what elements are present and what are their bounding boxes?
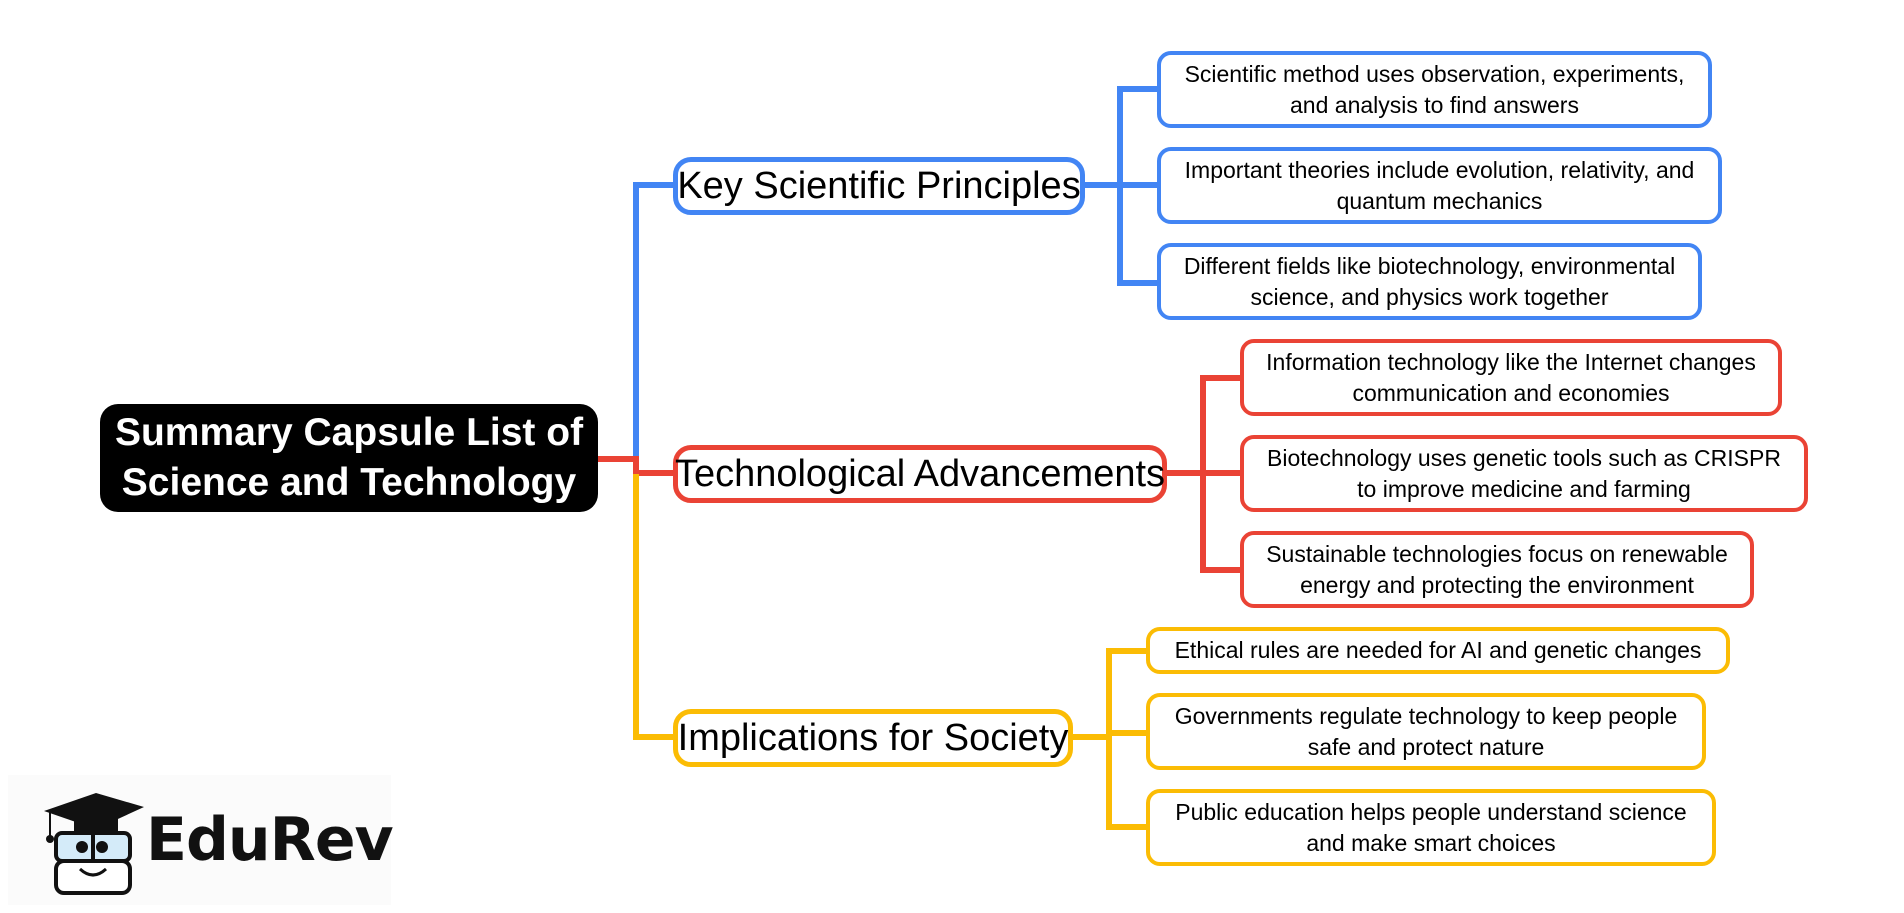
connector-red-2 xyxy=(1200,470,1242,476)
connector-yellow-out xyxy=(1070,734,1112,740)
leaf-text-line2: safe and protect nature xyxy=(1307,733,1545,760)
leaf-information-technology[interactable]: Information technology like the Internet… xyxy=(1240,339,1782,416)
root-title-line2: Science and Technology xyxy=(121,461,577,504)
connector-yellow-2 xyxy=(1106,730,1148,736)
brand-name: EduRev xyxy=(146,805,394,875)
connector-red-1 xyxy=(1200,375,1242,381)
leaf-public-education[interactable]: Public education helps people understand… xyxy=(1146,789,1716,866)
connector-red-branch xyxy=(633,470,675,476)
connector-red-out xyxy=(1165,470,1205,476)
leaf-text-line1: Scientific method uses observation, expe… xyxy=(1184,60,1685,87)
connector-blue-out xyxy=(1083,182,1123,188)
leaf-text-line1: Important theories include evolution, re… xyxy=(1184,156,1695,183)
leaf-text-line2: communication and economies xyxy=(1352,379,1670,406)
edurev-logo: EduRev xyxy=(8,775,394,905)
connector-blue-2 xyxy=(1117,182,1159,188)
connector-trunk-blue xyxy=(633,182,639,460)
connector-root xyxy=(598,456,638,462)
connector-blue-1 xyxy=(1117,86,1159,92)
leaf-text-line2: science, and physics work together xyxy=(1250,283,1609,310)
leaf-text-line1: Public education helps people understand… xyxy=(1175,798,1687,825)
connector-blue-branch xyxy=(633,182,675,188)
leaf-ethical-rules[interactable]: Ethical rules are needed for AI and gene… xyxy=(1146,627,1730,674)
leaf-text-line1: Governments regulate technology to keep … xyxy=(1174,702,1678,729)
leaf-scientific-method[interactable]: Scientific method uses observation, expe… xyxy=(1157,51,1712,128)
leaf-text-line1: Ethical rules are needed for AI and gene… xyxy=(1174,637,1702,663)
leaf-sustainable-technologies[interactable]: Sustainable technologies focus on renewa… xyxy=(1240,531,1754,608)
connector-yellow-1 xyxy=(1106,648,1148,654)
connector-trunk-yellow xyxy=(633,474,639,740)
connector-yellow-branch xyxy=(633,734,675,740)
leaf-text-line2: quantum mechanics xyxy=(1336,187,1543,214)
graduation-cap-mascot-icon xyxy=(44,793,144,895)
connector-yellow-3 xyxy=(1106,824,1148,830)
branch-label: Technological Advancements xyxy=(674,452,1166,495)
leaf-text-line2: to improve medicine and farming xyxy=(1357,475,1691,502)
leaf-biotechnology[interactable]: Biotechnology uses genetic tools such as… xyxy=(1240,435,1808,512)
leaf-text-line2: energy and protecting the environment xyxy=(1300,571,1694,598)
leaf-text-line1: Biotechnology uses genetic tools such as… xyxy=(1267,444,1781,471)
leaf-text-line1: Sustainable technologies focus on renewa… xyxy=(1266,540,1728,567)
leaf-text-line1: Different fields like biotechnology, env… xyxy=(1183,252,1676,279)
root-node[interactable]: Summary Capsule List of Science and Tech… xyxy=(100,404,598,512)
branch-technological-advancements[interactable]: Technological Advancements xyxy=(673,445,1167,503)
connector-trunk-red xyxy=(633,456,639,474)
branch-implications-for-society[interactable]: Implications for Society xyxy=(673,709,1073,767)
leaf-text-line2: and make smart choices xyxy=(1306,829,1556,856)
leaf-text-line2: and analysis to find answers xyxy=(1290,91,1579,118)
leaf-different-fields[interactable]: Different fields like biotechnology, env… xyxy=(1157,243,1702,320)
connector-blue-3 xyxy=(1117,280,1159,286)
leaf-governments-regulate[interactable]: Governments regulate technology to keep … xyxy=(1146,693,1706,770)
root-title-line1: Summary Capsule List of xyxy=(114,411,584,454)
connector-yellow-vert xyxy=(1106,648,1112,828)
connector-red-3 xyxy=(1200,567,1242,573)
leaf-important-theories[interactable]: Important theories include evolution, re… xyxy=(1157,147,1722,224)
branch-key-scientific-principles[interactable]: Key Scientific Principles xyxy=(673,157,1085,215)
branch-label: Implications for Society xyxy=(677,716,1069,759)
branch-label: Key Scientific Principles xyxy=(677,164,1081,207)
leaf-text-line1: Information technology like the Internet… xyxy=(1266,348,1756,375)
